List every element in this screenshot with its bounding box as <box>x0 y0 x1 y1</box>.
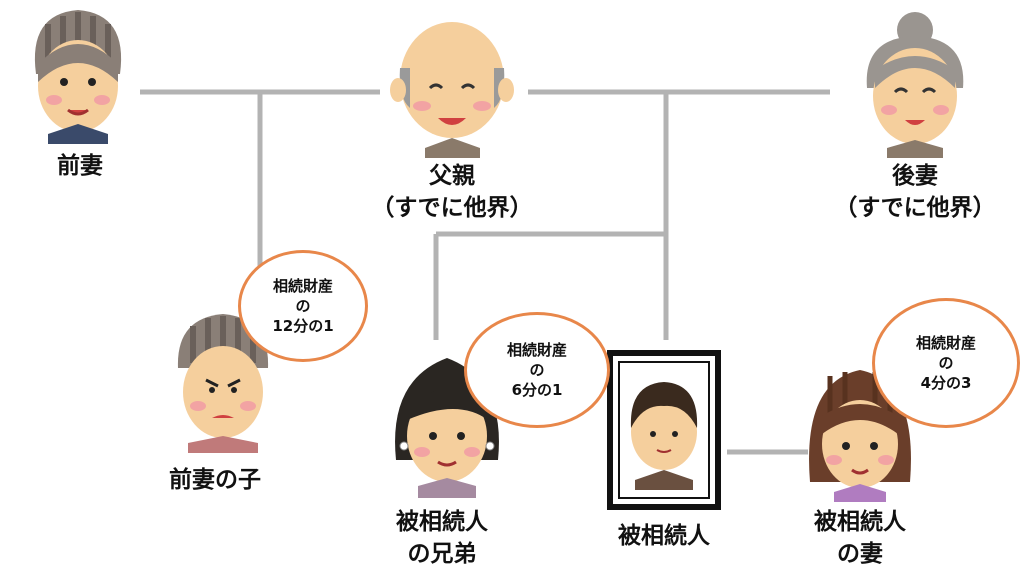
share-fraction: 4分の3 <box>920 374 972 392</box>
share-label-line1: 相続財産 <box>506 341 567 359</box>
decedent-label: 被相続人 <box>618 523 710 549</box>
spouse-label: 被相続人 の妻 <box>790 506 930 570</box>
spouse-name-line2: の妻 <box>837 541 883 567</box>
share-label-line2: の <box>938 354 954 372</box>
father-label: 父親 （すでに他界） <box>352 160 552 224</box>
second-wife-label: 後妻 （すでに他界） <box>815 160 1015 224</box>
decedent-face-icon <box>630 382 698 490</box>
spouse-name-line1: 被相続人 <box>814 509 906 535</box>
share-label-line2: の <box>295 297 311 315</box>
second-wife-name: 後妻 <box>892 163 938 189</box>
share-fraction: 12分の1 <box>272 317 334 335</box>
father-name: 父親 <box>429 163 475 189</box>
portrait-inner-border <box>618 361 710 499</box>
sibling-name-line1: 被相続人 <box>396 509 488 535</box>
sibling-name-line2: の兄弟 <box>407 541 477 567</box>
ex-wife-child-label: 前妻の子 <box>169 467 261 493</box>
share-bubble-spouse: 相続財産 の 4分の3 <box>872 298 1020 428</box>
share-label-line1: 相続財産 <box>915 334 976 352</box>
share-label-line2: の <box>529 361 545 379</box>
father-status: （すでに他界） <box>371 195 533 221</box>
share-fraction: 6分の1 <box>511 381 563 399</box>
father-face-icon <box>390 22 514 158</box>
share-bubble-ex-wife-child: 相続財産 の 12分の1 <box>238 250 368 362</box>
ex-wife-face-icon <box>34 10 122 144</box>
sibling-label: 被相続人 の兄弟 <box>372 506 512 570</box>
child-face-icon <box>177 314 269 453</box>
share-label-line1: 相続財産 <box>272 277 333 295</box>
share-bubble-sibling: 相続財産 の 6分の1 <box>464 312 610 428</box>
memorial-portrait-frame <box>607 350 721 510</box>
ex-wife-label: 前妻 <box>57 153 103 179</box>
second-wife-status: （すでに他界） <box>834 195 996 221</box>
second-wife-face-icon <box>866 12 964 158</box>
